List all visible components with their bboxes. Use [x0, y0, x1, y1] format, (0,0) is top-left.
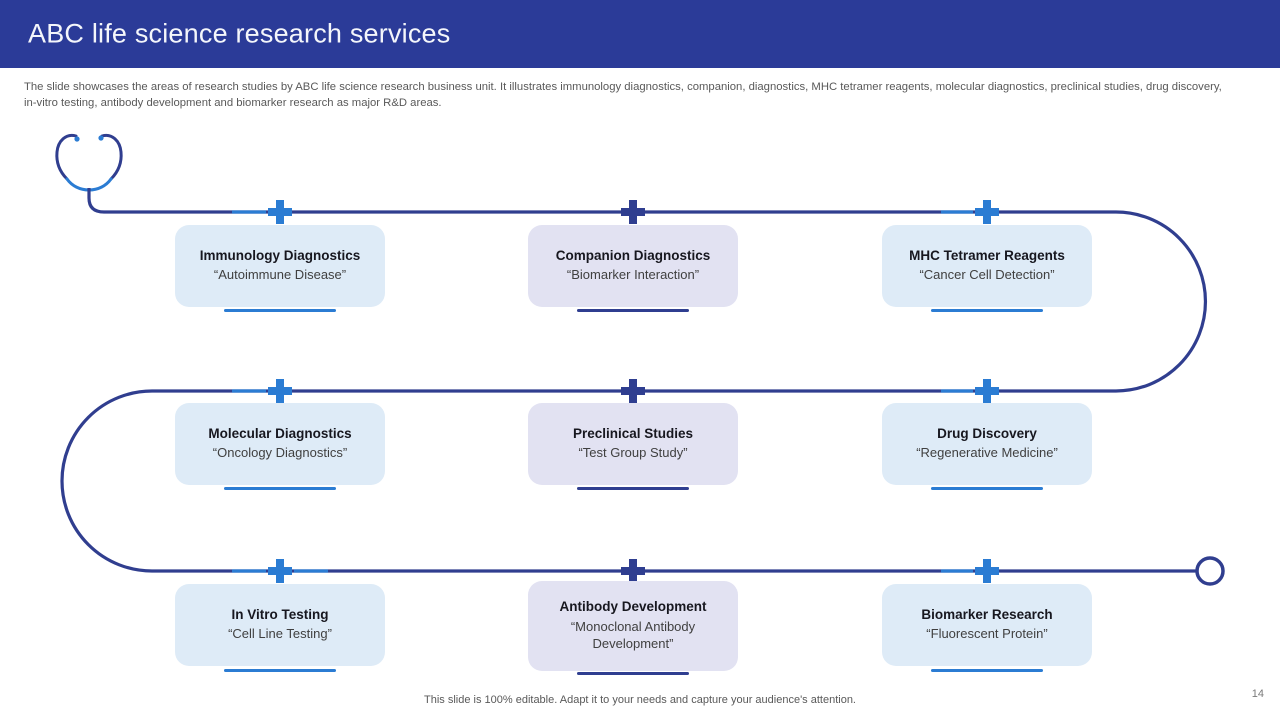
- card-title: MHC Tetramer Reagents: [909, 247, 1065, 263]
- plus-icon: [975, 379, 999, 403]
- card-title: Molecular Diagnostics: [208, 425, 352, 441]
- footer-note: This slide is 100% editable. Adapt it to…: [424, 694, 856, 706]
- card-subtitle: “Regenerative Medicine”: [916, 445, 1058, 461]
- end-circle-icon: [1195, 556, 1225, 586]
- stethoscope-icon: [55, 133, 123, 192]
- card-subtitle: “Monoclonal Antibody Development”: [570, 619, 696, 651]
- card-underline: [577, 672, 689, 675]
- card-preclinical-studies: Preclinical Studies “Test Group Study”: [528, 403, 738, 485]
- plus-icon: [268, 379, 292, 403]
- plus-icon: [975, 200, 999, 224]
- card-underline: [577, 487, 689, 490]
- card-underline: [931, 487, 1043, 490]
- card-title: Antibody Development: [559, 599, 707, 615]
- page-number: 14: [1251, 688, 1264, 700]
- card-underline: [931, 309, 1043, 312]
- card-drug-discovery: Drug Discovery “Regenerative Medicine”: [882, 403, 1092, 485]
- plus-icon: [975, 559, 999, 583]
- card-subtitle: “Test Group Study”: [578, 445, 688, 461]
- card-underline: [931, 669, 1043, 672]
- card-title: Companion Diagnostics: [555, 247, 711, 263]
- page-title: ABC life science research services: [28, 18, 451, 49]
- card-subtitle: “Cell Line Testing”: [228, 626, 332, 642]
- card-title: Drug Discovery: [937, 425, 1037, 441]
- card-antibody-development: Antibody Development “Monoclonal Antibod…: [528, 581, 738, 671]
- card-subtitle: “Autoimmune Disease”: [213, 267, 347, 283]
- plus-icon: [621, 379, 645, 403]
- plus-icon: [621, 559, 645, 583]
- header-bar: ABC life science research services: [0, 0, 1280, 68]
- card-underline: [224, 309, 336, 312]
- card-immunology-diagnostics: Immunology Diagnostics “Autoimmune Disea…: [175, 225, 385, 307]
- card-title: Biomarker Research: [921, 606, 1053, 622]
- card-subtitle: “Oncology Diagnostics”: [212, 445, 348, 461]
- card-biomarker-research: Biomarker Research “Fluorescent Protein”: [882, 584, 1092, 666]
- card-title: Preclinical Studies: [572, 425, 694, 441]
- card-underline: [224, 669, 336, 672]
- card-companion-diagnostics: Companion Diagnostics “Biomarker Interac…: [528, 225, 738, 307]
- slide-description: The slide showcases the areas of researc…: [24, 81, 1222, 110]
- card-underline: [577, 309, 689, 312]
- card-subtitle: “Biomarker Interaction”: [566, 267, 700, 283]
- card-subtitle: “Fluorescent Protein”: [926, 626, 1048, 642]
- card-in-vitro-testing: In Vitro Testing “Cell Line Testing”: [175, 584, 385, 666]
- card-underline: [224, 487, 336, 490]
- card-molecular-diagnostics: Molecular Diagnostics “Oncology Diagnost…: [175, 403, 385, 485]
- plus-icon: [268, 200, 292, 224]
- card-mhc-tetramer-reagents: MHC Tetramer Reagents “Cancer Cell Detec…: [882, 225, 1092, 307]
- plus-icon: [621, 200, 645, 224]
- plus-icon: [268, 559, 292, 583]
- card-title: In Vitro Testing: [231, 606, 329, 622]
- card-title: Immunology Diagnostics: [199, 247, 361, 263]
- card-subtitle: “Cancer Cell Detection”: [919, 267, 1055, 283]
